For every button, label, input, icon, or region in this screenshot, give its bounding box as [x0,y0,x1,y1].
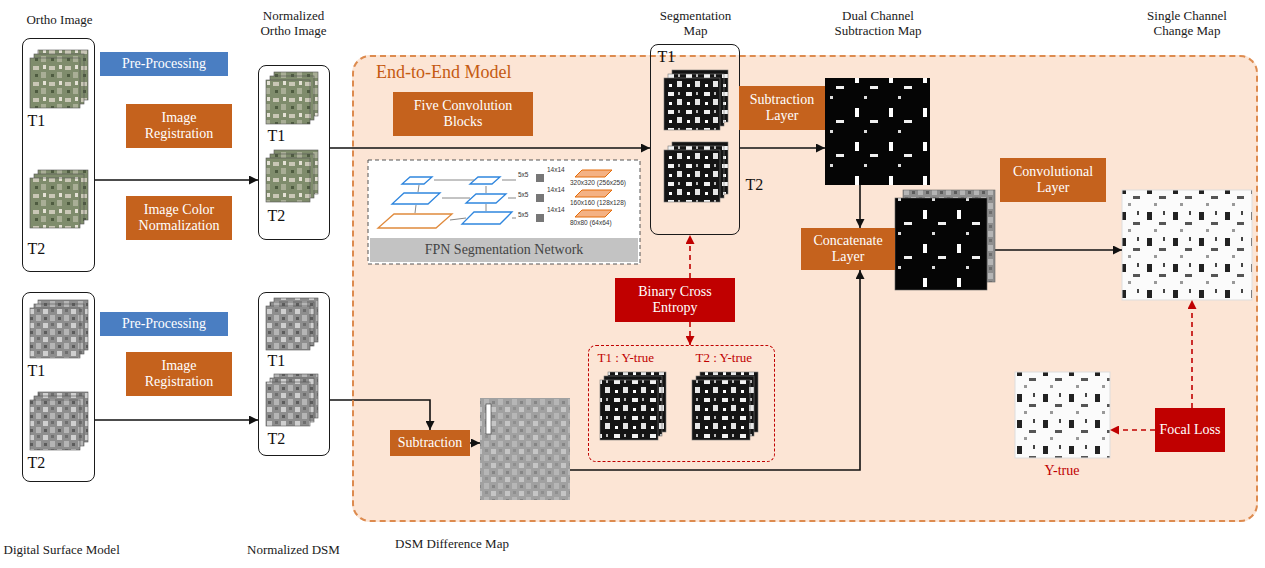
dimension-label: 5x5 [518,191,528,199]
subtraction-map-image [825,78,930,185]
ground-truth-images [600,372,758,440]
panel-heading: Digital Surface Model [4,542,154,557]
network-band: FPN Segmentation Network [370,238,638,262]
fpn-panel [368,160,640,264]
dsm-difference-image [480,398,570,500]
image-panel: T1T2Digital Surface Model [22,292,95,482]
box-label: Five Convolution Blocks [393,98,533,130]
time-label: T1 [268,127,286,145]
box-label: Image Registration [126,110,232,142]
panel-heading: Segmentation Map [650,8,742,38]
dimension-label: 80x80 (64x64) [570,219,612,227]
time-label: T2 [28,240,46,258]
region-title: End-to-End Model [376,62,511,82]
time-label: T2 [746,176,764,194]
flow-arrow [859,185,861,228]
concatenated-change-layer [895,198,987,290]
time-label: T2 [268,207,286,225]
normalized-dsm-images [266,298,318,426]
model-region: End-to-End ModelFive Convolution BlocksF… [352,55,1258,522]
box-label: Concatenate Layer [801,233,895,265]
fpn-pyramids [378,177,512,228]
segmentation-images [664,70,728,202]
dimension-label: 14x14 [547,166,565,174]
loss-link [689,322,691,345]
dimension-label: 5x5 [518,211,528,219]
time-label: T1 [268,352,286,370]
flow-arrow [570,270,860,470]
box-label: Pre-Processing [122,316,206,332]
process-box: Concatenate Layer [801,228,895,270]
time-label: T1 [658,48,676,66]
truth-label: T1 : Y-true [598,350,655,365]
dimension-label: 14x14 [547,186,565,194]
truth-map-image [1015,372,1110,458]
panel-heading: Ortho Image [3,12,117,27]
process-box: Image Registration [126,104,232,148]
box-label: Focal Loss [1159,422,1220,438]
flow-arrow [95,419,258,421]
box-label: Subtraction Layer [739,92,825,124]
image-node: Single Channel Change Map [1122,190,1252,300]
flow-arrow [470,442,480,444]
loss-box: Focal Loss [1155,408,1225,452]
normalized-ortho-images [266,72,318,202]
panel-heading: Single Channel Change Map [1130,8,1244,38]
time-label: T2 [28,454,46,472]
time-label: T1 [28,112,46,130]
model-region-fill [352,55,1258,522]
truth-label: T2 : Y-true [696,350,753,365]
ground-truth-panel: T1 : Y-true T2 : Y-true [588,345,775,462]
process-box: Subtraction Layer [739,86,825,130]
process-box: Five Convolution Blocks [393,92,533,136]
box-label: Image Color Normalization [126,202,232,234]
fpn-links [415,180,516,220]
image-panel: Normalized Ortho ImageT1T2 [258,65,330,240]
preprocess-box: Pre-Processing [100,312,228,336]
process-box: Image Color Normalization [126,196,232,240]
panel-heading: Dual Channel Subtraction Map [826,8,930,38]
image-panel: Segmentation MapT1T2 [650,44,740,235]
image-panel: Ortho ImageT1T2 [22,38,95,272]
panel-heading: Normalized Ortho Image [249,8,339,38]
fpn-frame [368,160,640,264]
loss-link [689,235,691,278]
preprocess-box: Pre-Processing [100,52,228,76]
box-label: Binary Cross Entropy [615,284,735,316]
panel-heading: DSM Difference Map [382,536,522,551]
loss-link [1191,300,1193,408]
flow-arrow [740,147,825,149]
panel-heading: Normalized DSM [234,542,354,557]
dimension-label: 5x5 [518,171,528,179]
box-label: Pre-Processing [122,56,206,72]
flow-arrow [95,179,258,181]
dimension-label: 320x320 (256x256) [570,179,626,187]
ortho-images [30,50,88,228]
time-label: T2 [268,430,286,448]
image-node: Dual Channel Subtraction Map [825,78,930,185]
loss-box: Binary Cross Entropy [615,278,735,322]
box-label: Image Registration [126,358,232,390]
image-node: Y-true [1015,372,1110,458]
loss-link [1110,429,1155,431]
dimension-label: 160x160 (128x128) [570,199,626,207]
dimension-label: 14x14 [547,206,565,214]
flow-arrow [330,400,430,430]
process-box: Subtraction [390,430,470,456]
box-label: Convolutional Layer [1000,164,1106,196]
fpn-feature-maps [536,174,544,222]
process-box: Image Registration [126,352,232,396]
image-panel: T1T2Normalized DSM [258,292,330,456]
change-map-image [1122,190,1252,300]
box-label: Subtraction [398,435,463,451]
truth-label: Y-true [1012,463,1112,479]
box-label: FPN Segmentation Network [425,242,584,258]
image-node: DSM Difference Map [480,398,570,500]
flow-arrow [330,147,650,149]
process-box: Convolutional Layer [1000,158,1106,202]
fpn-outputs [575,170,612,217]
time-label: T1 [28,362,46,380]
